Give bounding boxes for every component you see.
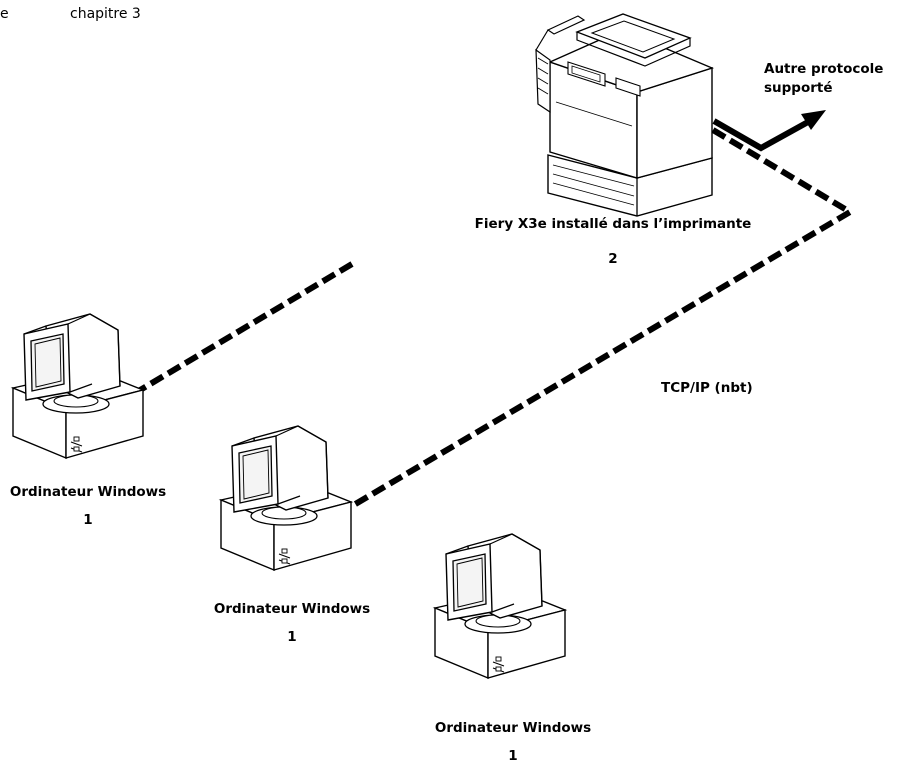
other-protocol-arrow (712, 110, 826, 152)
other-protocol-line1: Autre protocole (764, 61, 884, 77)
protocol-label: TCP/IP (nbt) (661, 380, 753, 396)
computer-number-bottom: 1 (508, 748, 518, 764)
computer-label-left: Ordinateur Windows (9, 484, 167, 500)
printer-icon (535, 13, 715, 217)
header-letter: e (0, 6, 9, 22)
computer-number-middle: 1 (287, 629, 297, 645)
network-cables (118, 127, 856, 509)
printer-label: Fiery X3e installé dans l’imprimante (474, 216, 752, 232)
computer-icon-bottom (434, 533, 566, 679)
computer-label-middle: Ordinateur Windows (213, 601, 371, 617)
computer-number-left: 1 (83, 512, 93, 528)
computer-label-bottom: Ordinateur Windows (434, 720, 592, 736)
other-protocol-line2: supporté (764, 80, 833, 96)
cable-backbone (350, 127, 856, 509)
cable-pc1 (118, 261, 354, 405)
computer-icon-middle (220, 425, 352, 571)
chapter-title: chapitre 3 (70, 6, 141, 22)
computer-icon-left (12, 313, 144, 459)
other-protocol-label: Autre protocole supporté (764, 60, 883, 98)
printer-number: 2 (608, 251, 618, 267)
